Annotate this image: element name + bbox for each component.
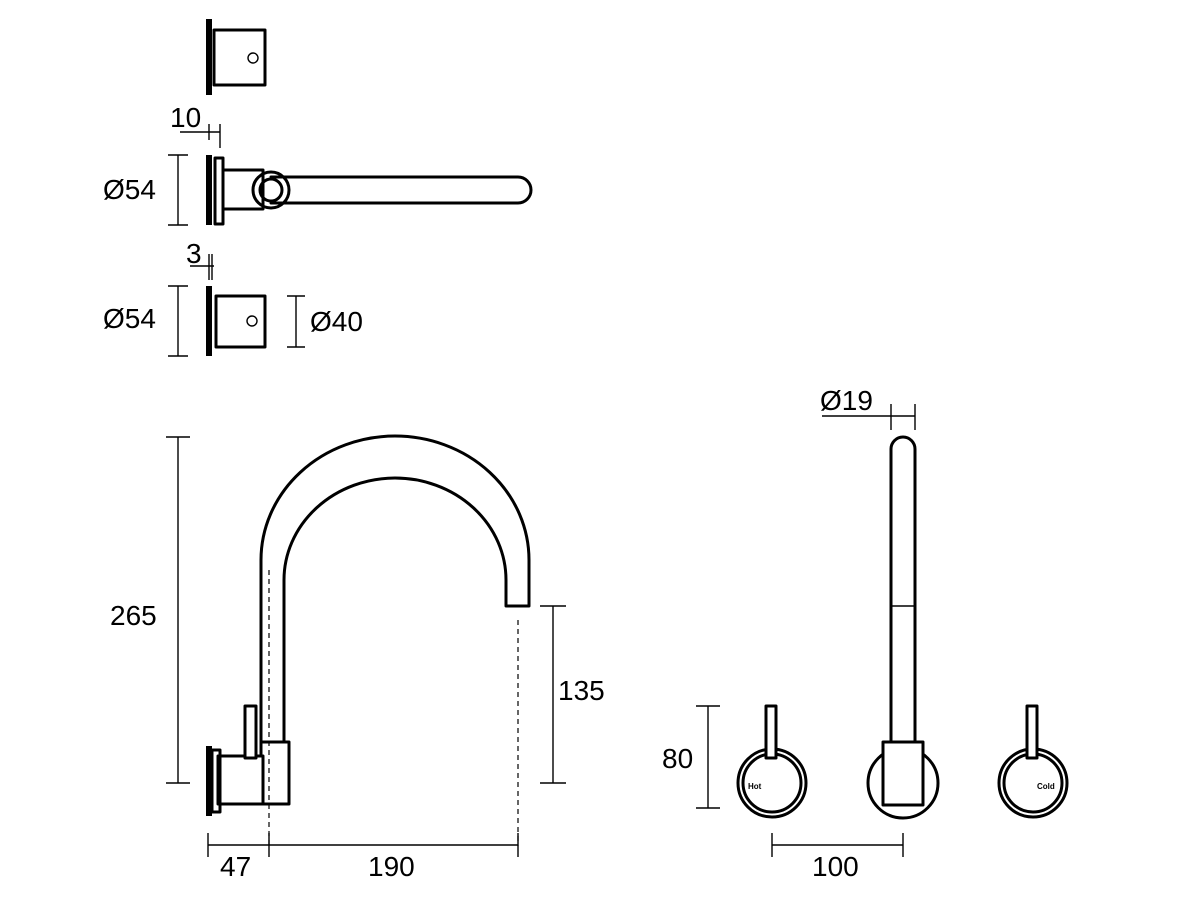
dim-spout-diameter-label: Ø19 <box>820 385 873 416</box>
dim-handle-spacing: 100 <box>771 833 904 882</box>
dim-cover-thickness-label: 10 <box>170 102 201 133</box>
handle-side-view <box>206 286 267 356</box>
dim-flange-diameter-bottom-label: Ø54 <box>103 303 156 334</box>
gooseneck-spout-elevation <box>206 434 531 846</box>
dim-flange-diameter-top-label: Ø54 <box>103 174 156 205</box>
dim-handle-height-label: 80 <box>662 743 693 774</box>
dim-outlet-height: 135 <box>540 605 605 784</box>
dim-outlet-height-label: 135 <box>558 675 605 706</box>
dim-spout-height-label: 265 <box>110 600 157 631</box>
top-handle-plan <box>206 19 267 95</box>
dim-handle-spacing-label: 100 <box>812 851 859 882</box>
spout-side-view <box>206 155 533 226</box>
dim-spout-height: 265 <box>110 436 190 784</box>
hot-handle-label: Hot <box>748 782 762 791</box>
dim-spout-diameter: Ø19 <box>820 385 916 430</box>
dim-flange-diameter-bottom: Ø54 <box>103 285 188 357</box>
dim-handle-height: 80 <box>662 705 720 809</box>
front-view: Hot Cold <box>736 435 1069 820</box>
dim-body-depth-and-reach: 47 190 <box>207 833 519 882</box>
spout-front <box>866 435 940 820</box>
dim-flange-thickness-label: 3 <box>186 238 202 269</box>
dim-flange-thickness: 3 <box>186 238 214 280</box>
dim-cover-thickness: 10 <box>170 102 221 148</box>
dim-handle-diameter: Ø40 <box>287 295 363 348</box>
dim-handle-diameter-label: Ø40 <box>310 306 363 337</box>
dim-body-depth-label: 47 <box>220 851 251 882</box>
cold-handle: Cold <box>997 704 1069 819</box>
dim-spout-reach-label: 190 <box>368 851 415 882</box>
cold-handle-label: Cold <box>1037 782 1055 791</box>
dim-flange-diameter-top: Ø54 <box>103 154 188 226</box>
hot-handle: Hot <box>736 704 808 819</box>
